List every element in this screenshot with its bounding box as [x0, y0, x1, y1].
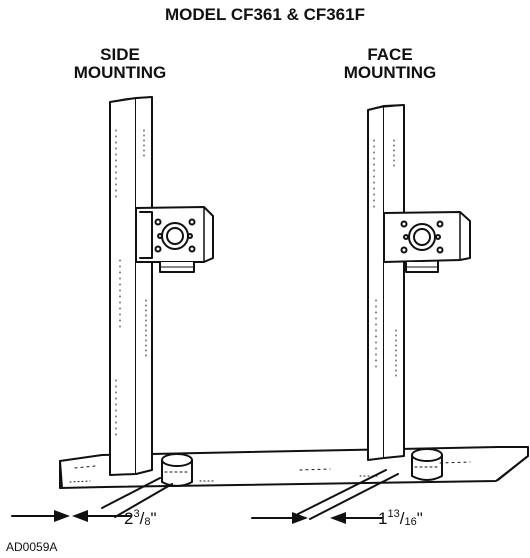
side-dim-unit: "	[150, 509, 157, 528]
face-label-line1: FACE	[367, 45, 413, 64]
side-label-line2: MOUNTING	[73, 62, 167, 82]
right-stud	[367, 104, 405, 461]
side-dimension-lines	[11, 477, 173, 518]
drawing-code: AD0059A	[6, 540, 58, 554]
face-dim-denominator: 16	[404, 516, 417, 528]
face-dim-unit: "	[416, 509, 423, 528]
face-label-line2: MOUNTING	[343, 62, 437, 82]
face-dim-numerator: 13	[387, 508, 400, 520]
side-dim-whole: 2	[124, 509, 134, 528]
face-arrow-right	[330, 512, 346, 524]
side-dim-numerator: 3	[133, 508, 140, 520]
left-pipe-stub	[161, 453, 193, 487]
face-mounting-label: FACE MOUNTING	[320, 46, 460, 82]
side-offset-dimension: 23/8"	[124, 508, 157, 528]
side-mounting-label: SIDE MOUNTING	[60, 46, 180, 82]
left-stud	[109, 96, 153, 476]
face-offset-dimension: 113/16"	[378, 508, 423, 528]
face-dimension-lines	[251, 469, 399, 520]
face-arrow-left	[292, 512, 308, 524]
side-arrow-left	[54, 510, 70, 522]
face-mount-bracket	[383, 211, 471, 273]
side-dim-denominator: 8	[144, 516, 151, 528]
side-label-line1: SIDE	[100, 45, 140, 64]
side-mount-bracket	[135, 206, 214, 273]
diagram-title: MODEL CF361 & CF361F	[165, 5, 365, 24]
side-arrow-right	[72, 510, 88, 522]
face-dim-whole: 1	[378, 509, 388, 528]
right-pipe-stub	[411, 448, 443, 481]
